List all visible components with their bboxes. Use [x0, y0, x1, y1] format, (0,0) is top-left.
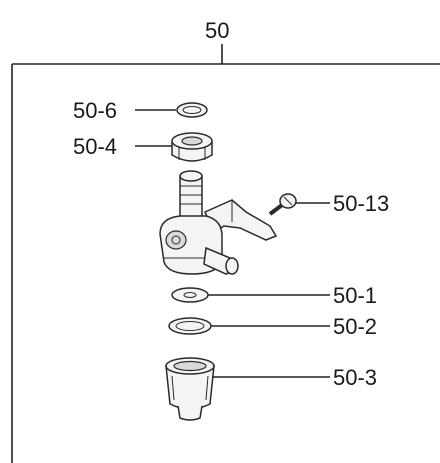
fuel-cock-body — [159, 170, 278, 275]
assembly-number: 50 — [205, 18, 229, 43]
callout-50-1: 50-1 — [333, 283, 377, 308]
callout-50-3: 50-3 — [333, 365, 377, 390]
part-50-4-bushing — [171, 132, 213, 162]
callout-50-2: 50-2 — [333, 314, 377, 339]
part-50-6-oring — [176, 102, 208, 118]
part-50-1-washer — [171, 287, 209, 303]
callout-50-13: 50-13 — [333, 191, 389, 216]
callout-50-4: 50-4 — [73, 134, 117, 159]
assembly-frame — [11, 44, 440, 463]
part-50-13-screw — [268, 193, 297, 216]
part-50-2-oring — [168, 317, 212, 335]
part-50-3-filter-cup — [165, 357, 215, 421]
callout-50-6: 50-6 — [73, 98, 117, 123]
